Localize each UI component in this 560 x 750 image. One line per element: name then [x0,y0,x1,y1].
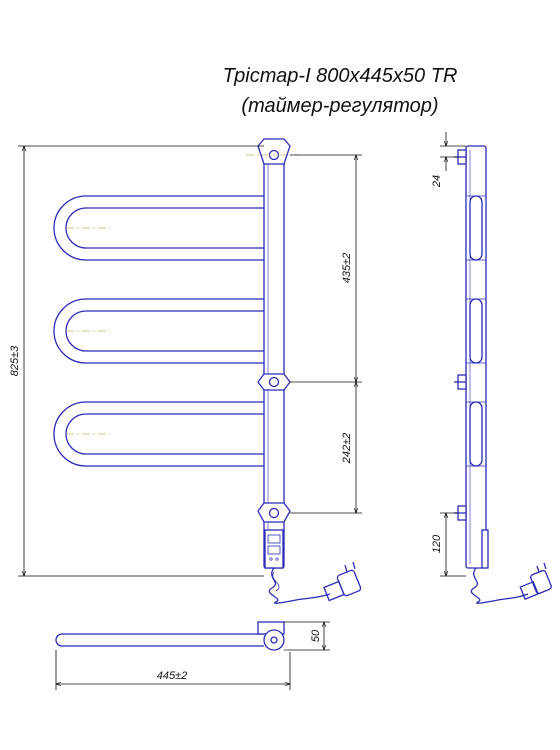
side-loop-middle [469,298,483,364]
dimension-top-spacing: 435±2 [341,253,353,284]
dimension-width: 445±2 [157,670,188,682]
side-view-dimensions [440,132,466,576]
side-view [454,145,552,604]
power-cable-with-plug [268,561,362,604]
bottom-wall-mount [257,502,291,523]
dimension-overall-height: 825±3 [9,345,21,376]
side-riser-pipe [465,145,487,569]
top-view-dimensions [56,622,330,690]
side-mount-middle [454,374,467,390]
side-loop-bottom [469,401,483,467]
heating-loop-middle [53,298,264,364]
dimension-bottom-spacing: 242±2 [341,433,353,465]
dimension-side-bottom-offset: 120 [431,534,443,553]
front-view [53,138,362,604]
top-view [55,621,285,651]
heating-loop-top [53,195,264,261]
dimension-side-top-offset: 24 [431,175,443,188]
side-loop-top [469,195,483,261]
side-controller-unit [481,529,489,569]
middle-wall-mount [257,373,291,391]
top-wall-mount [246,138,300,165]
drawing-title-line1: Трістар-І 800х445х50 TR [223,65,458,87]
heating-loop-bottom [53,401,264,467]
dimension-depth: 50 [310,629,322,642]
top-view-rail [55,633,264,647]
timer-controller-unit [264,529,284,569]
top-view-riser [263,629,285,651]
front-view-dimensions [18,146,362,576]
drawing-title-line2: (таймер-регулятор) [241,95,438,117]
side-power-cable [470,562,552,604]
